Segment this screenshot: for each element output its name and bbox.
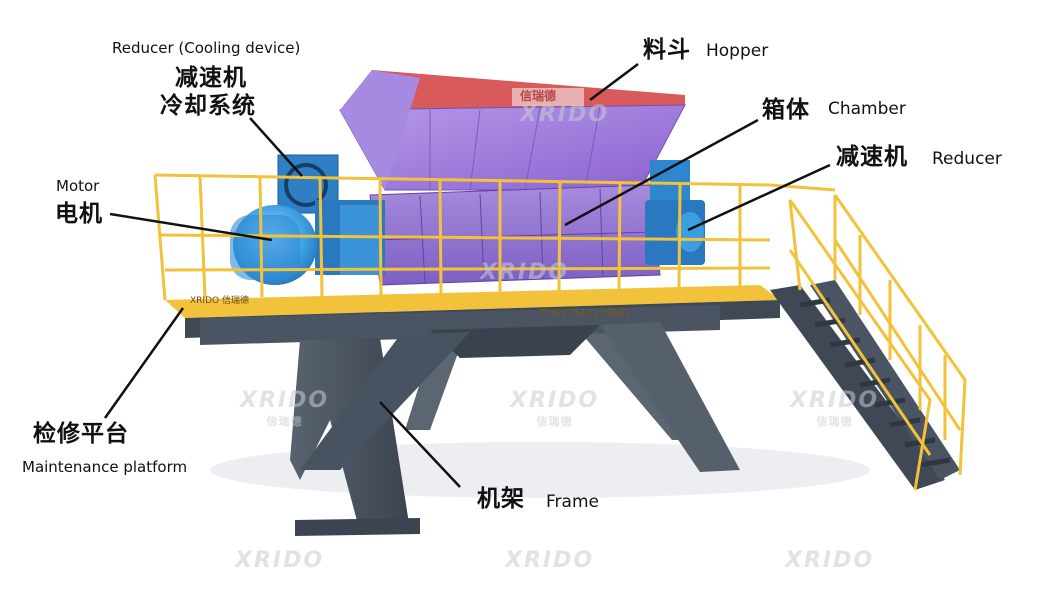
motor-assembly (230, 154, 385, 285)
leader-reducer-right (687, 163, 831, 232)
phone-text: T:8617513178882 (540, 308, 632, 319)
label-chamber-zh: 箱体 (762, 97, 810, 123)
label-frame-en: Frame (546, 492, 599, 512)
label-hopper-en: Hopper (706, 41, 769, 61)
watermark-7: XRIDO (505, 548, 595, 573)
watermark-5: XRIDO (520, 102, 610, 127)
reducer-right (645, 160, 705, 265)
label-hopper-zh: 料斗 (643, 37, 691, 63)
leader-motor (109, 212, 273, 242)
leader-platform (103, 307, 185, 419)
label-reducer-en: Reducer (932, 149, 1002, 169)
watermark-8: XRIDO (785, 548, 875, 573)
leader-chamber (564, 118, 759, 227)
label-frame-zh: 机架 (477, 486, 525, 512)
label-platform-zh: 检修平台 (33, 421, 129, 447)
label-reducer-cooling-zh2: 冷却系统 (160, 93, 256, 119)
leader-frame (379, 401, 461, 488)
hopper-logo-text: 信瑞德 (520, 89, 557, 103)
frame-beam (200, 305, 720, 345)
label-platform-en: Maintenance platform (22, 458, 188, 476)
chamber (369, 184, 661, 286)
label-reducer-zh: 减速机 (836, 144, 908, 170)
guard-rail (153, 173, 836, 301)
staircase (770, 194, 967, 491)
leader-reducer-cooling (249, 117, 303, 177)
frame-hopper-bottom (430, 325, 600, 358)
label-reducer-cooling-en: Reducer (Cooling device) (112, 39, 301, 57)
leader-hopper (589, 63, 639, 101)
maintenance-platform-deck (165, 285, 780, 318)
hopper (339, 70, 686, 191)
label-reducer-cooling-zh1: 减速机 (175, 65, 247, 91)
frame-leg-front-mid (300, 332, 470, 470)
frame-leg-front-right (600, 322, 740, 472)
leader-lines (103, 63, 831, 488)
label-motor-en: Motor (56, 177, 100, 195)
label-motor-zh: 电机 (55, 201, 103, 227)
front-brand-text: XRIDO 信瑞德 (190, 296, 249, 306)
frame-foot (295, 518, 420, 536)
watermark-4: XRIDO (480, 260, 570, 285)
watermark-6: XRIDO (235, 548, 325, 573)
label-chamber-en: Chamber (828, 99, 906, 119)
